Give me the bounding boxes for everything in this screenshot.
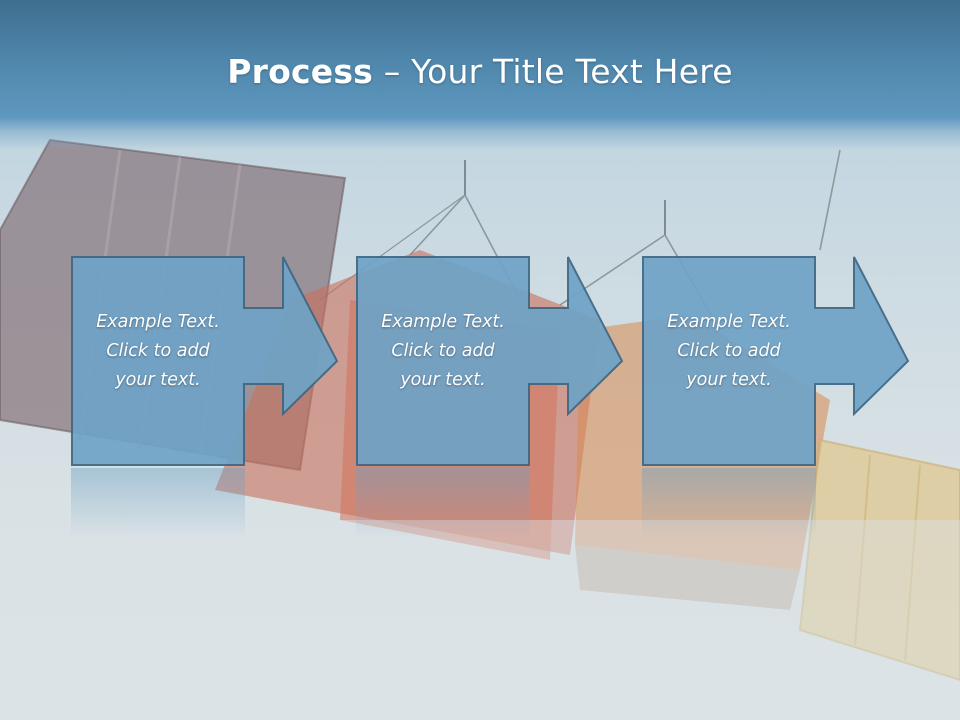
- step-3-reflection: [642, 468, 816, 538]
- step-1-line-2: Click to add: [106, 341, 210, 361]
- step-3-text: Example Text. Click to add your text.: [642, 308, 816, 395]
- step-3-arrow-shape: [642, 256, 910, 466]
- step-1-line-3: your text.: [115, 370, 201, 390]
- title-rest-part: – Your Title Text Here: [373, 52, 733, 91]
- title-bold-part: Process: [227, 52, 374, 91]
- process-step-3[interactable]: Example Text. Click to add your text.: [642, 256, 910, 466]
- step-2-text: Example Text. Click to add your text.: [356, 308, 530, 395]
- slide-title[interactable]: Process – Your Title Text Here: [0, 52, 960, 91]
- slide-header-band: [0, 0, 960, 150]
- step-1-text: Example Text. Click to add your text.: [71, 308, 245, 395]
- step-2-reflection: [356, 468, 530, 538]
- step-3-line-2: Click to add: [677, 341, 781, 361]
- step-2-line-3: your text.: [400, 370, 486, 390]
- step-1-arrow-shape: [71, 256, 339, 466]
- process-step-1[interactable]: Example Text. Click to add your text.: [71, 256, 339, 466]
- step-2-line-2: Click to add: [391, 341, 495, 361]
- step-3-line-3: your text.: [686, 370, 772, 390]
- step-2-arrow-shape: [356, 256, 624, 466]
- step-2-line-1: Example Text.: [381, 312, 505, 332]
- step-3-line-1: Example Text.: [667, 312, 791, 332]
- step-1-reflection: [71, 468, 245, 538]
- process-step-2[interactable]: Example Text. Click to add your text.: [356, 256, 624, 466]
- step-1-line-1: Example Text.: [96, 312, 220, 332]
